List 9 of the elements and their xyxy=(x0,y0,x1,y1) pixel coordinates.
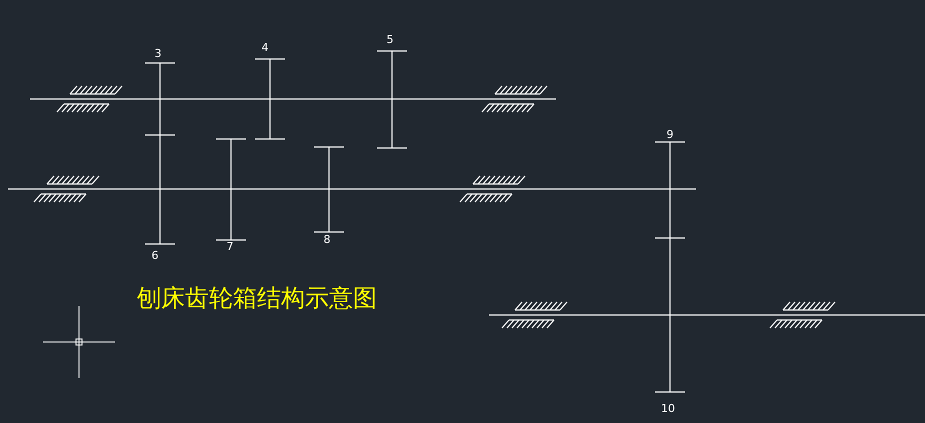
callout-number: 8 xyxy=(324,234,330,246)
callout-number: 5 xyxy=(386,34,394,46)
diagram-title: 刨床齿轮箱结构示意图 xyxy=(137,283,377,313)
callout-number: 3 xyxy=(154,48,162,60)
callout-number: 7 xyxy=(226,241,234,253)
callout-number: 6 xyxy=(152,250,158,262)
callout-number: 9 xyxy=(666,129,674,141)
callout-number: 4 xyxy=(262,42,268,54)
callout-number: 10 xyxy=(661,403,675,415)
